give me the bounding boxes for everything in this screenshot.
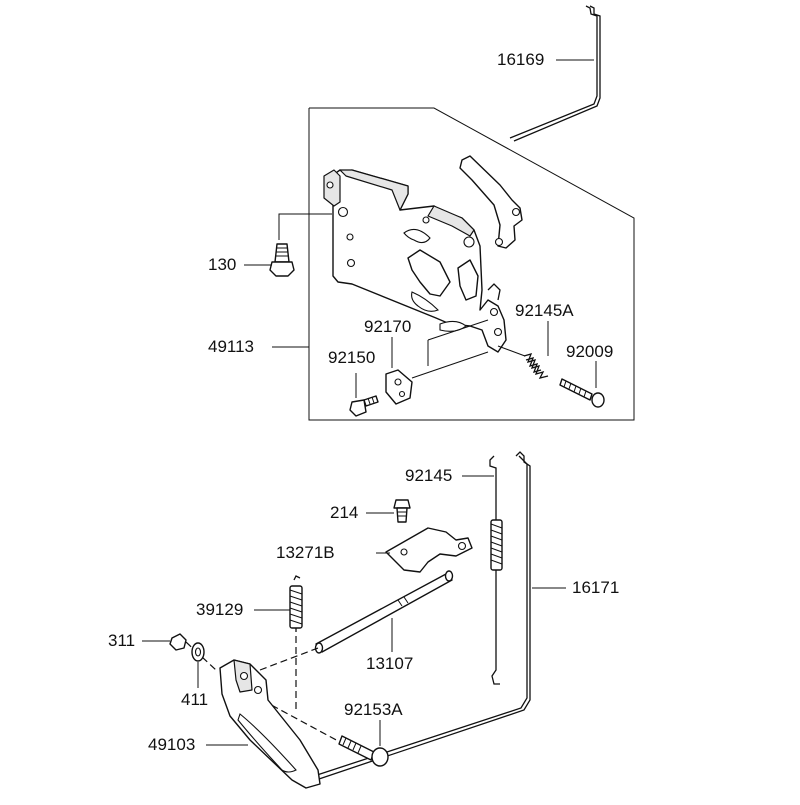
label-16171: 16171 — [572, 578, 620, 597]
label-92009: 92009 — [566, 342, 614, 361]
washer-411 — [191, 642, 205, 662]
label-13107: 13107 — [366, 654, 414, 673]
bolt-214 — [393, 499, 411, 523]
label-214: 214 — [330, 503, 359, 522]
label-92170: 92170 — [364, 317, 412, 336]
shaft-13107 — [314, 570, 454, 654]
spring-92145 — [489, 455, 503, 685]
label-130: 130 — [208, 255, 237, 274]
label-leader-lines — [142, 59, 597, 746]
assembly-dashed-lines — [185, 636, 341, 743]
bolt-130 — [269, 243, 295, 277]
bracket-leader-lines — [278, 213, 526, 379]
label-92145A: 92145A — [515, 301, 574, 320]
label-92153A: 92153A — [344, 700, 403, 719]
nut-311 — [169, 633, 187, 651]
plate-13271B — [385, 527, 473, 573]
label-13271B: 13271B — [276, 543, 335, 562]
lever-49103 — [219, 659, 321, 789]
bolt-92150 — [349, 395, 379, 417]
label-311: 311 — [108, 631, 136, 650]
label-411: 411 — [181, 690, 209, 709]
spring-39129 — [289, 575, 303, 632]
clip-92170 — [385, 369, 413, 405]
pin-92153A — [338, 735, 389, 767]
label-49113: 49113 — [208, 337, 255, 356]
label-39129: 39129 — [196, 600, 244, 619]
screw-92009 — [559, 378, 605, 408]
label-49103: 49103 — [148, 735, 196, 754]
label-92150: 92150 — [328, 348, 376, 367]
spring-92145A — [523, 353, 549, 379]
control-lever-arm — [459, 155, 523, 249]
label-16169: 16169 — [497, 50, 545, 69]
control-bracket-plate — [323, 169, 507, 353]
rod-16171 — [313, 451, 531, 781]
rod-16169 — [509, 5, 601, 142]
assembly-frame-49113 — [308, 107, 635, 421]
label-92145: 92145 — [405, 466, 453, 485]
